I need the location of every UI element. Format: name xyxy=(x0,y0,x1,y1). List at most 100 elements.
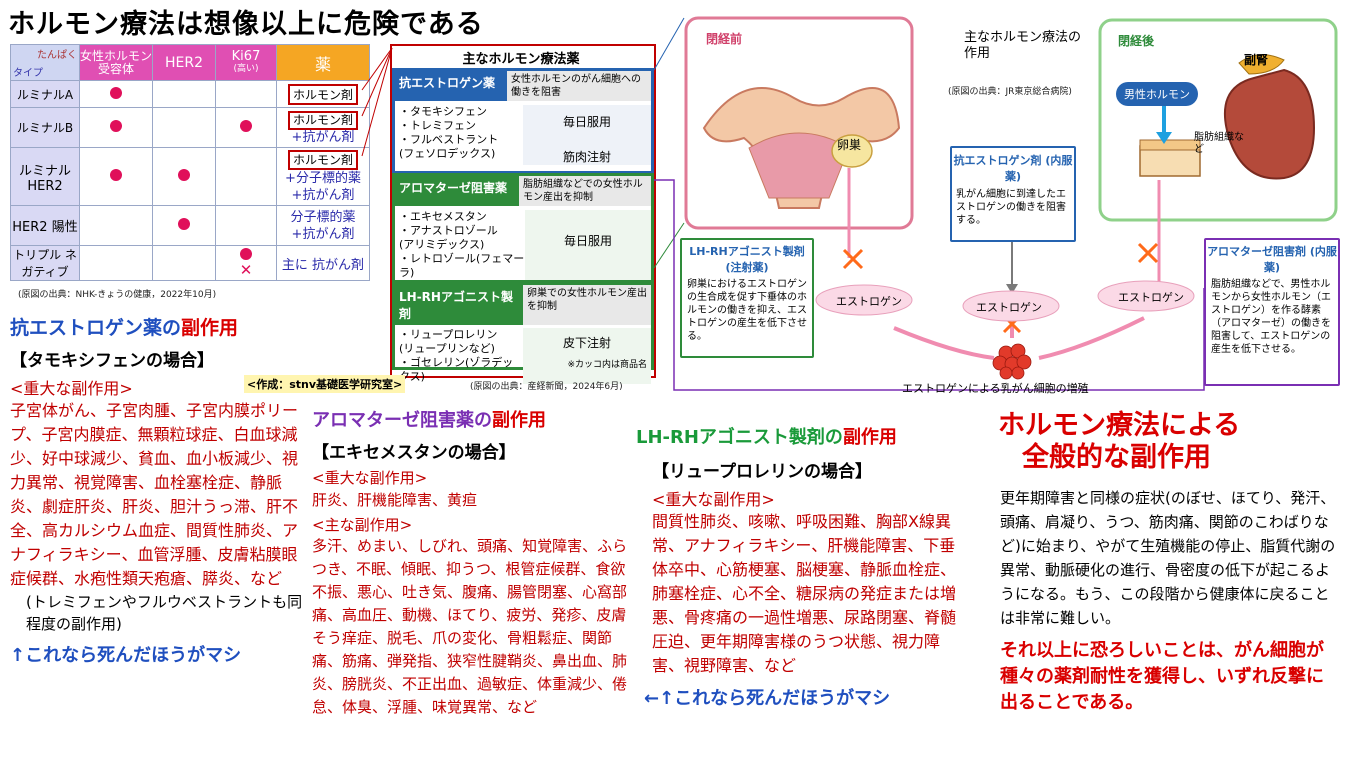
diagram-heading: 主なホルモン療法の作用 xyxy=(964,30,1082,61)
row-label: ルミナルA xyxy=(10,80,80,108)
row-label: ルミナルB xyxy=(10,107,80,148)
col3-heading-side: 副作用 xyxy=(842,427,897,448)
mechanism-diagram: 閉経前 閉経後 卵巣 副腎 男性ホルモン 脂肪組織など 主なホルモン療法の作用 … xyxy=(654,8,1344,400)
drug-main: 主に 抗がん剤 xyxy=(281,257,365,273)
usage-label: 毎日服用 xyxy=(525,210,651,280)
col3-heading-drug: LH-RHアゴニスト製剤の xyxy=(636,427,843,448)
diagram-source: (原図の出典：JR東京総合病院) xyxy=(948,87,1072,97)
positive-dot xyxy=(178,218,190,230)
cell-ki67 xyxy=(215,205,277,246)
male-hormone-label: 男性ホルモン xyxy=(1116,82,1198,106)
cell-ki67 xyxy=(215,80,277,108)
ki67-label: Ki67 xyxy=(231,48,261,64)
cell-drug: 分子標的薬 +抗がん剤 xyxy=(276,205,370,246)
col4-body: 更年期障害と同様の症状(のぼせ、ほてり、発汗、頭痛、肩凝り、うつ、筋肉痛、関節の… xyxy=(1000,489,1336,627)
drug-box: ホルモン剤 xyxy=(287,110,358,130)
corner-bottom-label: タイプ xyxy=(13,68,43,79)
aromatase-desc: 脂肪組織などで、男性ホルモンから女性ホルモン（エストロゲン）を作る酵素（アロマタ… xyxy=(1211,279,1331,355)
cell-her2 xyxy=(152,245,216,281)
col3-severe-label: <重大な副作用> xyxy=(652,490,775,509)
drug-box: ホルモン剤 xyxy=(287,83,358,105)
drug-item-label: レトロゾール(フェマーラ) xyxy=(399,252,525,279)
drug-list-source: (原図の出典：産経新聞，2024年6月) xyxy=(470,382,623,392)
aromatase-panel: アロマターゼ阻害薬 脂肪組織などでの女性ホルモン産出を抑制 ・エキセメスタン ・… xyxy=(392,173,654,283)
drug-item: ・フルベストラント (フェソロデックス) xyxy=(399,133,499,160)
drug-add: +抗がん剤 xyxy=(291,226,355,242)
cell-drug: ホルモン剤 xyxy=(276,80,370,108)
cell-her2 xyxy=(152,205,216,246)
connector-lines xyxy=(361,47,393,157)
lhrh-desc: 卵巣におけるエストロゲンの生合成を促す下垂体のホルモンの働きを抑え、エストロゲン… xyxy=(687,279,807,342)
cell-her2 xyxy=(152,107,216,148)
drug-box: ホルモン剤 xyxy=(287,149,358,170)
drug-item: ・エキセメスタン xyxy=(399,210,487,223)
drug-item: ・タモキシフェン xyxy=(399,105,487,118)
col-header-drug: 薬 xyxy=(276,44,370,81)
page-title: ホルモン療法は想像以上に危険である xyxy=(8,9,484,40)
positive-dot xyxy=(110,120,122,132)
col-header-her2: HER2 xyxy=(152,44,216,81)
col4-warning: それ以上に恐ろしいことは、がん細胞が種々の薬剤耐性を獲得し、いずれ反撃に出ること… xyxy=(1000,640,1324,713)
col-header-ki67: Ki67 (高い) xyxy=(215,44,277,81)
cell-er xyxy=(79,147,153,206)
anti-estrogen-panel: 抗エストロゲン薬 女性ホルモンのがん細胞への働きを阻害 ・タモキシフェン ・トレ… xyxy=(392,68,654,174)
drug-add: +抗がん剤 xyxy=(291,187,355,203)
lhrh-title: LH-RHアゴニスト製剤 (注射薬) xyxy=(689,245,805,274)
col-lhrh: LH-RHアゴニスト製剤の副作用 【リュープロレリンの場合】 <重大な副作用> … xyxy=(636,423,970,710)
col1-severe-label: <重大な副作用> xyxy=(10,379,133,398)
group-name: 抗エストロゲン薬 xyxy=(395,71,507,101)
group-desc: 女性ホルモンのがん細胞への働きを阻害 xyxy=(507,71,651,101)
drug-list-title: 主なホルモン療法薬 xyxy=(462,52,580,67)
anti-estrogen-desc: 乳がん細胞に到達したエストロゲンの働きを阻害する。 xyxy=(956,189,1066,226)
col4-heading-1: ホルモン療法による xyxy=(998,410,1241,441)
cell-ki67 xyxy=(215,107,277,148)
col1-heading-side: 副作用 xyxy=(181,317,239,339)
postmenopause-label: 閉経後 xyxy=(1118,34,1155,48)
corner-top-label: たんぱく xyxy=(37,50,77,61)
group-name: アロマターゼ阻害薬 xyxy=(395,176,519,206)
positive-dot xyxy=(240,120,252,132)
adrenal-label: 副腎 xyxy=(1244,53,1269,67)
col2-main-text: 多汗、めまい、しびれ、頭痛、知覚障害、ふらつき、不眠、傾眠、抑うつ、根管症候群、… xyxy=(312,537,628,716)
col1-severe-text: 子宮体がん、子宮肉腫、子宮内膜ポリープ、子宮内膜症、無顆粒球症、白血球減少、好中… xyxy=(10,401,299,588)
drug-add: 分子標的薬 xyxy=(290,209,356,225)
usage-label: 皮下注射 xyxy=(562,336,611,350)
drug-item-label: エキセメスタン xyxy=(410,210,487,223)
row-label: HER2 陽性 xyxy=(10,205,80,246)
cell-er xyxy=(79,205,153,246)
col3-finale: ←↑これなら死んだほうがマシ xyxy=(644,688,891,709)
anti-estrogen-box: 抗エストロゲン剤 (内服薬) 乳がん細胞に到達したエストロゲンの働きを阻害する。 xyxy=(950,146,1076,242)
cell-er xyxy=(79,245,153,281)
col1-note: (トレミフェンやフルウベストラントも同程度の副作用) xyxy=(26,593,303,633)
col2-heading: アロマターゼ阻害薬の副作用 xyxy=(312,406,632,432)
usage-label: 毎日服用 xyxy=(562,115,611,129)
estrogen-label-right: エストロゲン xyxy=(1118,291,1184,304)
col4-heading-2: 全般的な副作用 xyxy=(1022,442,1211,473)
col2-heading-side: 副作用 xyxy=(492,410,546,431)
ki67-sub-label: (高い) xyxy=(233,63,259,74)
drug-item-label: フルベストラント (フェソロデックス) xyxy=(399,133,499,160)
lhrh-panel: LH-RHアゴニスト製剤 卵巣での女性ホルモン産出を抑制 ・リュープロレリン (… xyxy=(392,282,654,384)
cell-drug: ホルモン剤 +分子標的薬 +抗がん剤 xyxy=(276,147,370,206)
cell-ki67: ✕ xyxy=(215,245,277,281)
fat-label: 脂肪組織など xyxy=(1194,132,1244,155)
col1-heading: 抗エストロゲン薬の副作用 xyxy=(10,313,305,340)
positive-dot xyxy=(110,169,122,181)
usage-label: 筋肉注射 xyxy=(562,150,611,164)
drug-item-label: アナストロゾール (アリミデックス) xyxy=(399,224,498,251)
col1-heading-drug: 抗エストロゲン薬の xyxy=(10,317,182,339)
col2-case: 【エキセメスタンの場合】 xyxy=(312,443,516,463)
col3-case: 【リュープロレリンの場合】 xyxy=(652,462,872,482)
estrogen-label-center: エストロゲン xyxy=(976,301,1042,314)
premenopause-label: 閉経前 xyxy=(706,32,743,46)
col-header-er: 女性ホルモン受容体 xyxy=(79,44,153,81)
row-label: ルミナル HER2 xyxy=(10,147,80,206)
positive-dot xyxy=(240,248,252,260)
drug-item-label: ゴセレリン(ゾラデックス) xyxy=(399,356,514,383)
col2-severe-label: <重大な副作用> xyxy=(312,469,428,487)
table-source: (原図の出典：NHK-きょうの健康，2022年10月) xyxy=(18,290,217,300)
proliferation-label: エストロゲンによる乳がん細胞の増殖 xyxy=(902,382,1089,395)
drug-item-label: トレミフェン xyxy=(410,119,476,132)
col3-severe-text: 間質性肺炎、咳嗽、呼吸困難、胸部X線異常、アナフィラキシー、肝機能障害、下垂体卒… xyxy=(652,512,957,675)
col-general: ホルモン療法による 全般的な副作用 更年期障害と同様の症状(のぼせ、ほてり、発汗… xyxy=(986,410,1338,716)
